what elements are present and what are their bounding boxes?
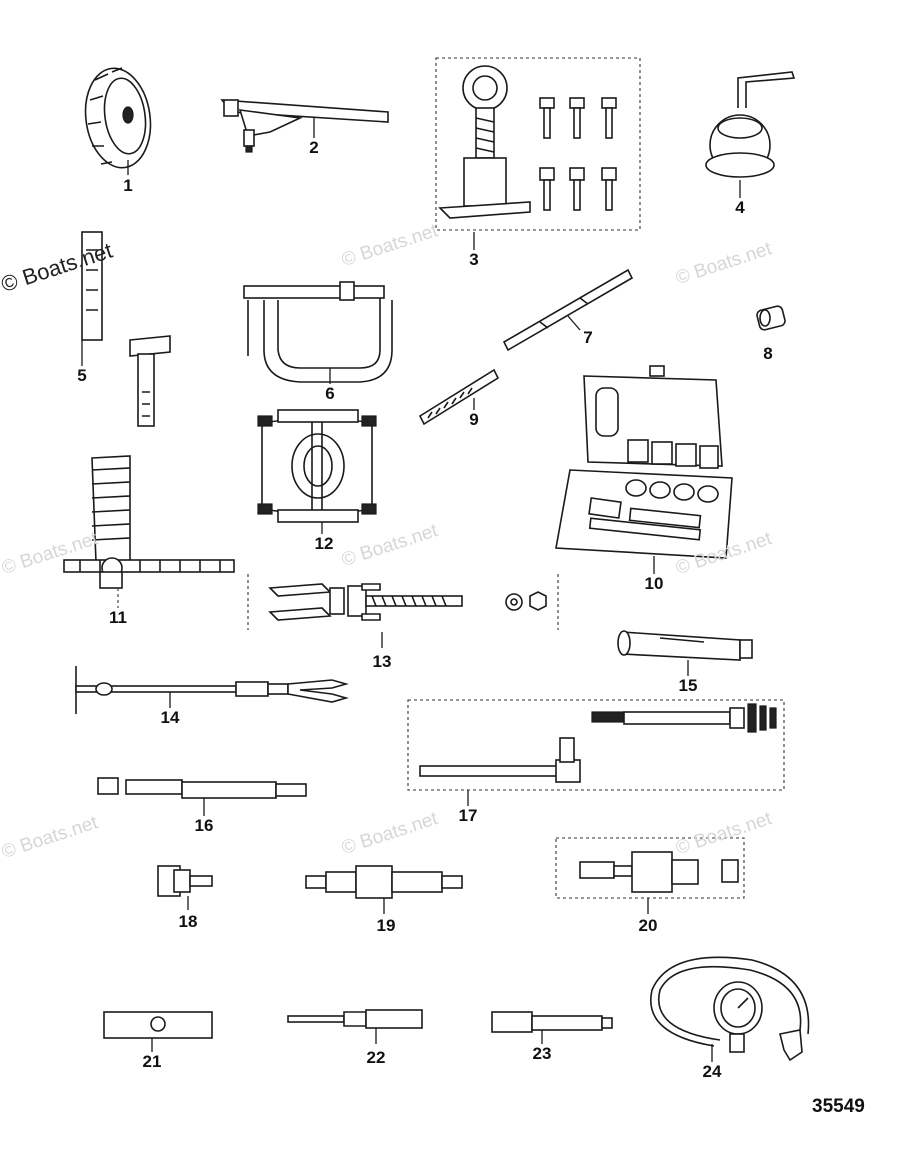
installer-rod-icon (97, 777, 307, 816)
spring-tool-icon (418, 368, 500, 426)
puller-jaw-kit-icon (247, 574, 559, 648)
gauge-fixture-icon (705, 71, 796, 198)
part-number-6: 6 (325, 384, 335, 403)
small-cap-icon (756, 305, 786, 331)
part-number-24: 24 (702, 1062, 722, 1081)
part-number-5: 5 (77, 366, 87, 385)
part-number-11: 11 (109, 608, 127, 627)
coupler-adapter-icon (555, 837, 745, 914)
part-number-3: 3 (469, 250, 479, 269)
part-number-9: 9 (469, 410, 479, 429)
part-number-19: 19 (376, 916, 396, 935)
part-number-10: 10 (644, 574, 664, 593)
pressure-gauge-icon (650, 956, 810, 1062)
part-number-14: 14 (160, 708, 180, 727)
driver-rod-icon (81, 231, 171, 427)
mandrel-icon (305, 865, 463, 914)
shift-tool-kit-icon (407, 699, 785, 806)
part-number-17: 17 (458, 806, 478, 825)
part-number-20: 20 (638, 916, 658, 935)
lifting-eye-kit-icon (435, 57, 641, 250)
socket-tool-icon (617, 630, 753, 676)
part-number-21: 21 (142, 1052, 162, 1071)
block-plate-icon (103, 1011, 213, 1052)
part-number-16: 16 (194, 816, 214, 835)
flywheel-holder-icon (84, 67, 152, 175)
part-number-15: 15 (678, 676, 698, 695)
punch-tool-icon (491, 1011, 613, 1044)
part-number-4: 4 (735, 198, 745, 217)
tool-case-icon (555, 365, 733, 574)
part-number-8: 8 (763, 344, 773, 363)
part-number-18: 18 (178, 912, 198, 931)
part-number-22: 22 (366, 1048, 386, 1067)
slide-hammer-icon (75, 666, 349, 714)
fitting-adapter-icon (157, 865, 213, 910)
part-number-2: 2 (309, 138, 319, 157)
part-number-1: 1 (123, 176, 133, 195)
clamp-frame-icon (243, 281, 393, 384)
diagram-number: 35549 (812, 1096, 865, 1117)
part-number-13: 13 (372, 652, 392, 671)
bearing-separator-icon (257, 409, 377, 534)
part-number-23: 23 (532, 1044, 552, 1063)
puller-bar-icon (220, 99, 389, 153)
part-number-12: 12 (314, 534, 334, 553)
screwdriver-icon (287, 1009, 423, 1044)
alignment-gauge-icon (63, 455, 235, 608)
long-rod-icon (502, 268, 634, 352)
part-number-7: 7 (583, 328, 593, 347)
